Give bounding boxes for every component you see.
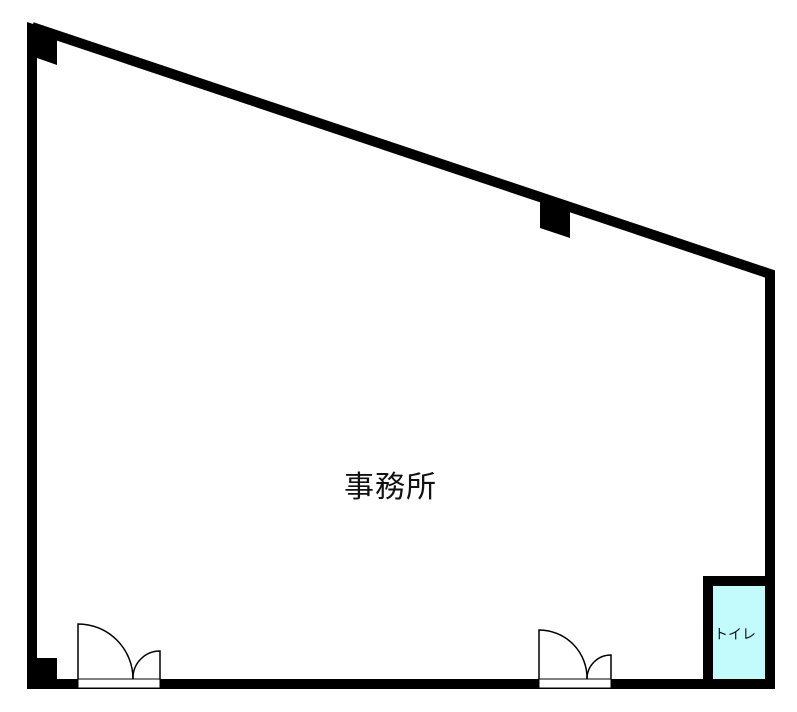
- toilet-partition: [703, 576, 770, 684]
- door-1-threshold: [77, 678, 161, 689]
- toilet-room-fill: [708, 581, 770, 683]
- door-2[interactable]: [538, 629, 612, 689]
- door-1-large-leaf: [77, 623, 134, 680]
- office-room-label: 事務所: [344, 470, 437, 505]
- outer-walls: [27, 22, 775, 689]
- column-bottom-left: [27, 658, 57, 688]
- door-1-small-leaf: [132, 650, 161, 680]
- column-top-left: [27, 22, 57, 65]
- door-2-threshold: [538, 678, 612, 689]
- door-1[interactable]: [77, 623, 161, 689]
- toilet-room-label: トイレ: [714, 627, 756, 643]
- door-2-large-leaf: [538, 629, 588, 680]
- column-top-mid: [540, 195, 570, 238]
- toilet-walls: [703, 576, 770, 684]
- door-2-small-leaf: [586, 654, 612, 680]
- perimeter-wall: [27, 22, 775, 689]
